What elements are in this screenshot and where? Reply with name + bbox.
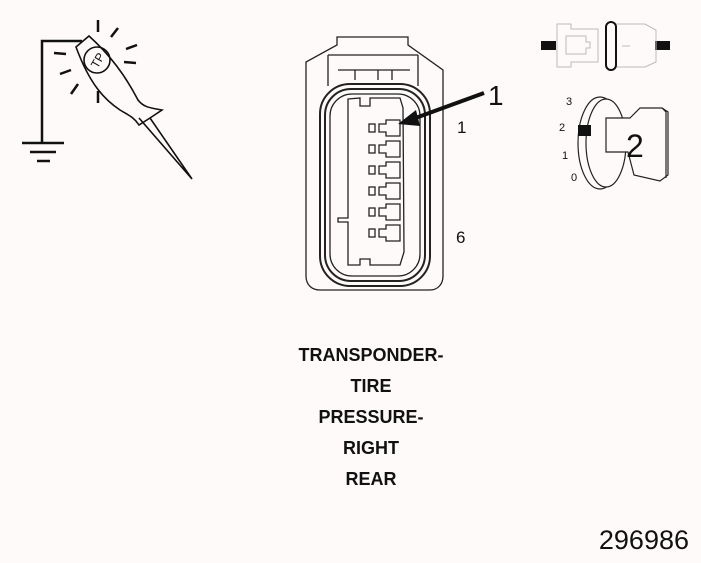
caption-line-2: TIRE [350, 376, 392, 396]
test-probe-ground-icon: TP [22, 20, 193, 180]
figure-id: 296986 [598, 525, 689, 555]
callout-number: 1 [488, 80, 504, 111]
caption-line-4: RIGHT [343, 438, 399, 458]
pin-cavity-6 [368, 224, 401, 242]
pin-number-last: 6 [456, 228, 466, 247]
svg-text:TP: TP [88, 50, 108, 70]
pin-cavity-5 [368, 203, 401, 221]
disconnected-connector-icon [541, 21, 670, 71]
callout-arrow [409, 91, 485, 122]
caption-line-3: PRESSURE- [318, 407, 424, 427]
key-position-3: 3 [566, 96, 573, 108]
pin-cavity-3 [368, 161, 401, 179]
pin-cavity-2 [368, 140, 401, 158]
key-position-2: 2 [559, 122, 566, 134]
connector-face-diagram [305, 36, 485, 291]
key-selected-position: 2 [626, 128, 644, 164]
key-position-0: 0 [571, 172, 578, 184]
ignition-key-icon [577, 96, 669, 190]
key-position-1: 1 [562, 150, 569, 162]
caption-line-5: REAR [345, 469, 397, 489]
pin-cavity-1 [368, 119, 401, 137]
pin-number-first: 1 [457, 118, 467, 137]
pin-cavity-4 [368, 182, 401, 200]
caption-line-1: TRANSPONDER- [298, 345, 444, 365]
